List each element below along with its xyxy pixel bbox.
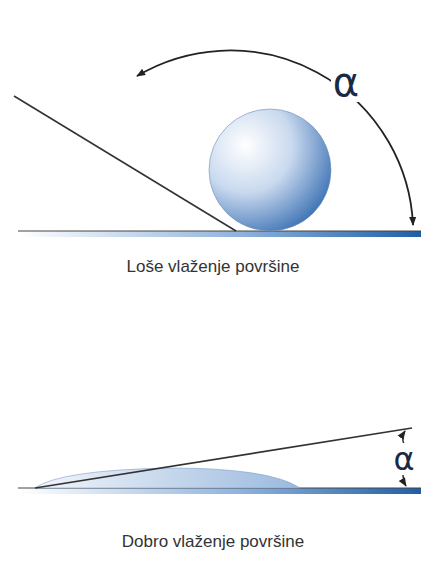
caption-text: Dobro vlaženje površine — [122, 533, 304, 550]
ground-surface — [18, 488, 421, 494]
tangent-line — [14, 96, 236, 231]
droplet-film — [35, 468, 300, 488]
tangent-line — [35, 428, 412, 488]
droplet-sphere — [209, 109, 331, 231]
angle-arc — [137, 50, 413, 225]
angle-symbol: α — [391, 443, 416, 475]
angle-symbol: α — [331, 62, 361, 102]
angle-arrow — [403, 474, 406, 486]
caption-text: Loše vlaženje površine — [127, 258, 300, 275]
ground-surface — [18, 231, 421, 237]
surface-line — [18, 231, 421, 232]
